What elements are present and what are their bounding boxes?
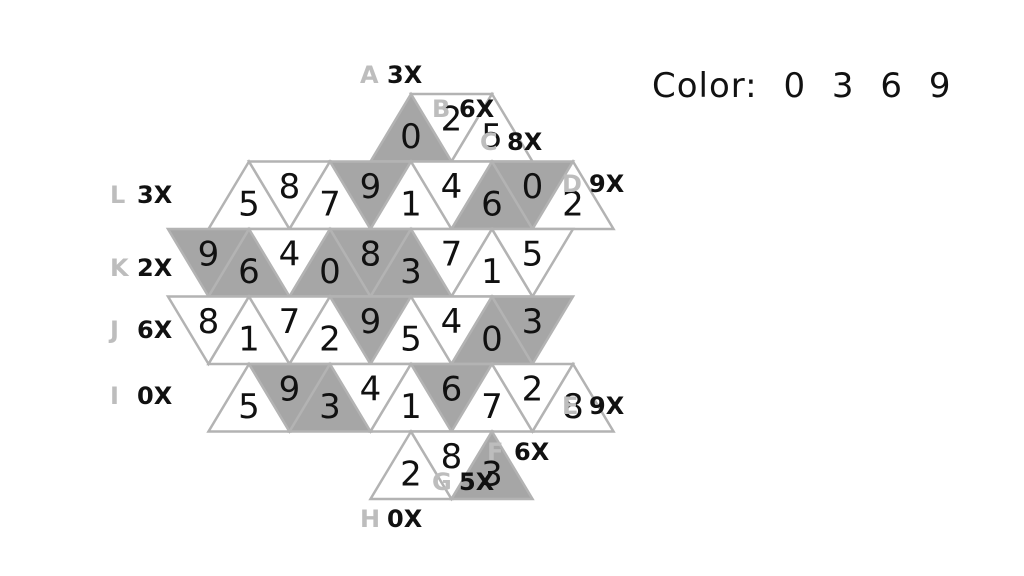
cell-digit: 1 — [400, 185, 422, 225]
cell-digit: 6 — [481, 185, 503, 225]
cell-digit: 4 — [441, 302, 463, 342]
cell-digit: 6 — [441, 370, 463, 410]
cell-digit: 2 — [522, 370, 544, 410]
cell-digit: 2 — [441, 100, 463, 140]
cell-digit: 8 — [562, 387, 584, 427]
cell-digit: 3 — [481, 455, 503, 495]
cell-digit: 5 — [522, 235, 544, 275]
clue-value: 0X — [137, 382, 173, 410]
clue-value: 9X — [589, 170, 625, 198]
clue-c: C 8X — [480, 128, 543, 156]
cell-digit: 9 — [360, 302, 382, 342]
clue-value: 3X — [137, 181, 173, 209]
clue-letter: C — [480, 128, 498, 156]
color-digit: 3 — [831, 66, 855, 106]
color-digit: 0 — [783, 66, 807, 106]
clue-i: I 0X — [110, 382, 173, 410]
clue-letter: D — [562, 170, 582, 198]
clue-value: 5X — [459, 468, 495, 496]
cell-digit: 6 — [238, 252, 260, 292]
cell-digit: 3 — [522, 302, 544, 342]
clue-value: 8X — [507, 128, 543, 156]
cell-digit: 3 — [319, 387, 341, 427]
cell-digit: 7 — [319, 185, 341, 225]
clue-letter: I — [110, 382, 119, 410]
clue-value: 0X — [387, 505, 423, 533]
triangle-cell[interactable] — [489, 227, 576, 299]
triangle-cell[interactable] — [449, 429, 535, 501]
clue-letter: E — [562, 392, 578, 420]
cell-digit: 2 — [319, 320, 341, 360]
cell-digit: 2 — [400, 455, 422, 495]
color-legend-label: Color: — [652, 66, 758, 106]
clue-letter: J — [108, 316, 119, 344]
clue-j: J 6X — [108, 316, 173, 344]
color-digit: 9 — [928, 66, 952, 106]
clue-e: E 9X — [562, 392, 625, 420]
clue-letter: H — [360, 505, 380, 533]
cell-digit: 0 — [319, 252, 341, 292]
cell-digit: 7 — [279, 302, 301, 342]
clue-value: 6X — [514, 438, 550, 466]
clue-letter: G — [432, 468, 452, 496]
color-digit: 6 — [880, 66, 903, 106]
cell-digit: 2 — [562, 185, 584, 225]
clue-value: 6X — [137, 316, 173, 344]
clue-b: B 6X — [432, 95, 495, 123]
cell-digit: 4 — [441, 167, 463, 207]
cell-digit: 0 — [522, 167, 544, 207]
clue-letter: A — [360, 61, 379, 89]
clue-letter: K — [110, 254, 130, 282]
cell-digit: 7 — [481, 387, 503, 427]
cell-digit: 5 — [481, 117, 503, 157]
clue-f: F 6X — [487, 438, 550, 466]
clue-value: 9X — [589, 392, 625, 420]
cell-digit: 8 — [198, 302, 220, 342]
clue-l: L 3X — [110, 181, 173, 209]
cell-digit: 1 — [400, 387, 422, 427]
triangle-cell[interactable] — [489, 295, 576, 367]
cell-digit: 5 — [238, 387, 260, 427]
cell-digit: 9 — [198, 235, 220, 275]
cell-digit: 7 — [441, 235, 463, 275]
cell-digit: 1 — [481, 252, 503, 292]
cell-digit: 4 — [360, 370, 382, 410]
cell-digit: 9 — [360, 167, 382, 207]
cell-digit: 8 — [279, 167, 301, 207]
cell-digit: 1 — [238, 320, 260, 360]
cell-digit: 5 — [238, 185, 260, 225]
color-legend: Color: 0 3 6 9 — [652, 66, 965, 106]
clue-letter: B — [432, 95, 450, 123]
clue-value: 3X — [387, 61, 423, 89]
cell-digit: 8 — [441, 437, 463, 477]
clue-letter: F — [487, 438, 503, 466]
triangle-cell[interactable] — [530, 361, 616, 433]
cell-digit: 8 — [360, 235, 382, 275]
cell-digit: 3 — [400, 252, 422, 292]
cell-digit: 0 — [481, 320, 503, 360]
cell-digit: 0 — [400, 117, 422, 157]
cell-digit: 5 — [400, 320, 422, 360]
cell-digit: 9 — [279, 370, 301, 410]
clue-a: A 3X — [360, 61, 423, 89]
cell-digit: 4 — [279, 235, 301, 275]
clue-value: 2X — [137, 254, 173, 282]
clue-value: 6X — [459, 95, 495, 123]
clue-letter: L — [110, 181, 125, 209]
